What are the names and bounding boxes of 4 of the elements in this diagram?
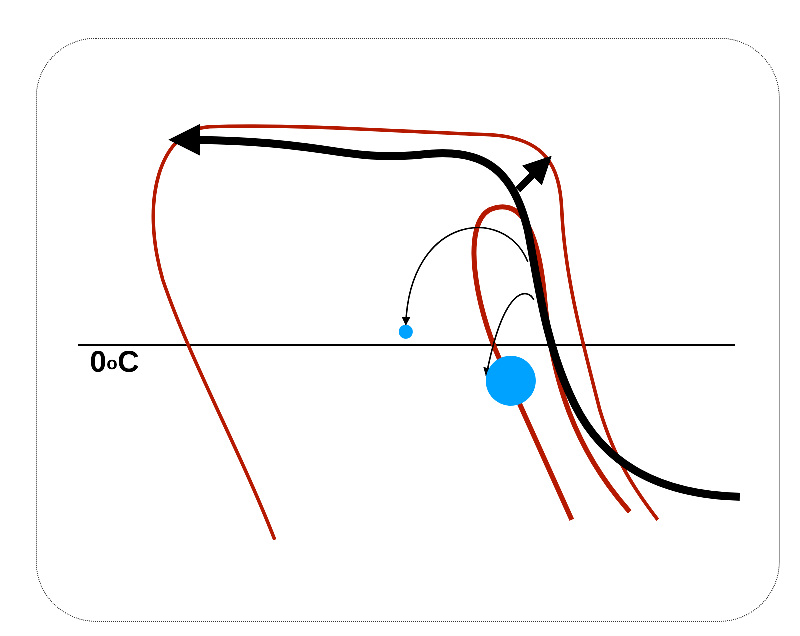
droplet-circle xyxy=(486,356,536,406)
arrow xyxy=(484,293,535,377)
droplet-circle xyxy=(399,325,413,339)
arrow xyxy=(402,227,529,326)
